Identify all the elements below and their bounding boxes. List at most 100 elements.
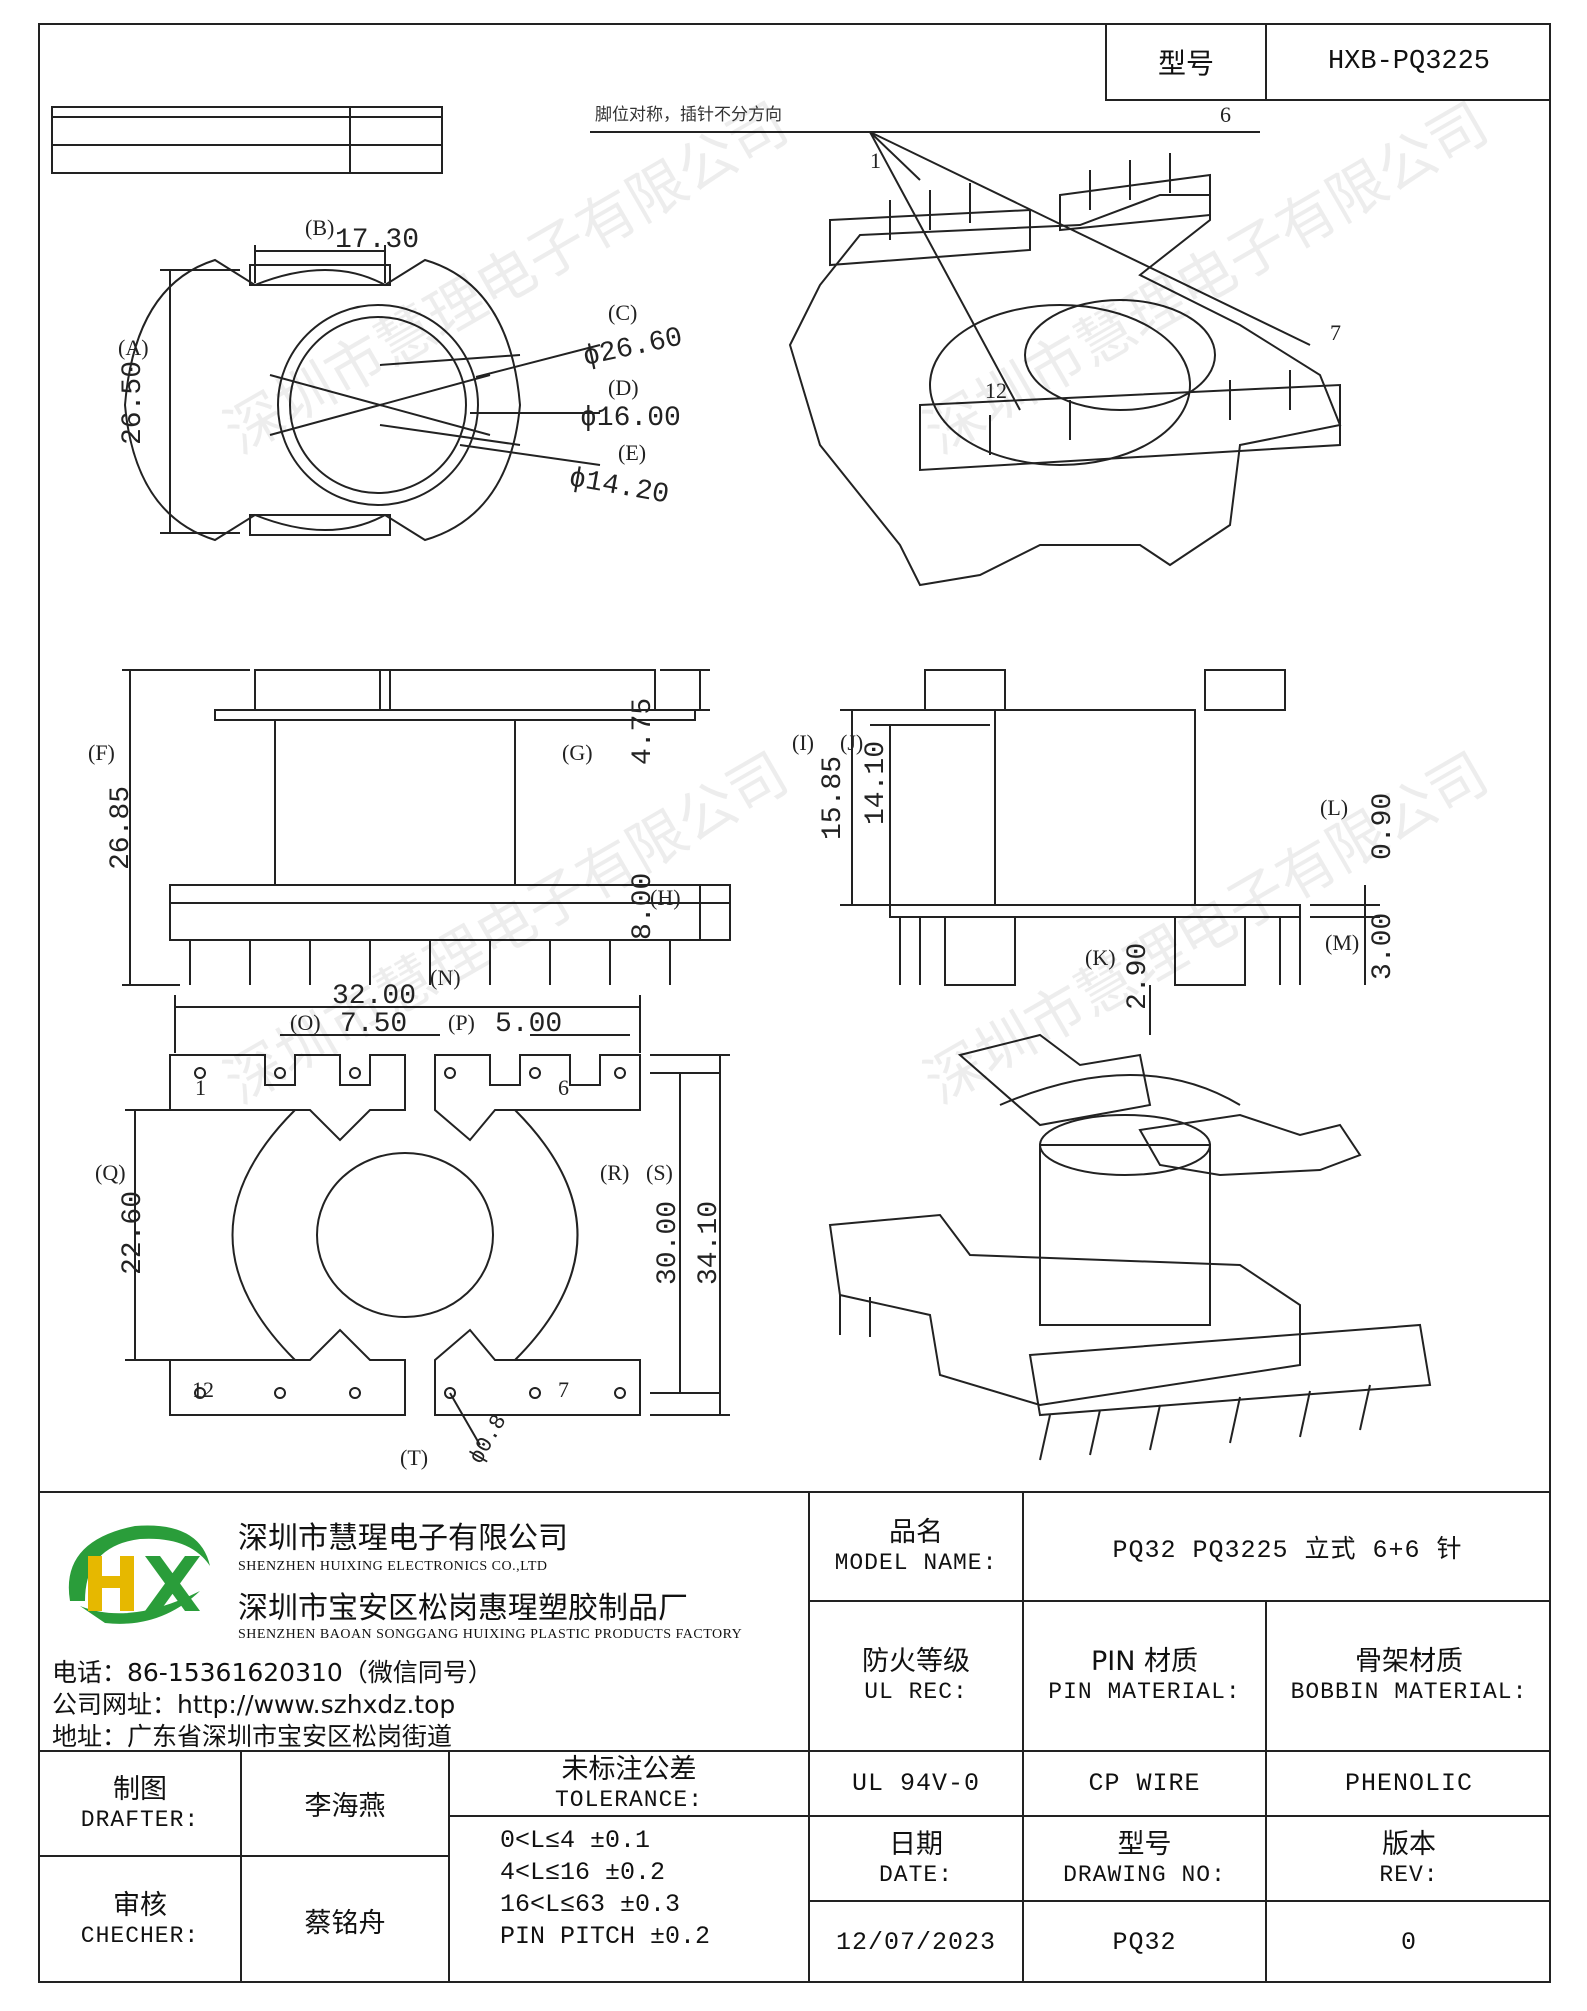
- factory-name-en: SHENZHEN BAOAN SONGGANG HUIXING PLASTIC …: [238, 1627, 743, 1642]
- company-phone: 电话：86-15361620310（微信同号）: [52, 1658, 493, 1687]
- drafter-value: 李海燕: [304, 1791, 386, 1822]
- drawing-no-label: 型号 DRAWING NO:: [1024, 1817, 1265, 1900]
- date-value-cell: 12/07/2023: [810, 1902, 1022, 1983]
- dim-tag-c: (C): [608, 300, 637, 325]
- dim-value-e: ϕ14.20: [566, 463, 671, 511]
- tolerance-row: 4<L≤16 ±0.2: [500, 1858, 666, 1887]
- dim-value-c: ϕ26.60: [580, 323, 685, 374]
- tb-row-4: [808, 1900, 1551, 1902]
- rev-label-en: REV:: [1379, 1861, 1439, 1888]
- watermark-2: 深圳市慧理电子有限公司: [913, 89, 1500, 467]
- checker-label-cn: 审核: [113, 1890, 167, 1921]
- dim-tag-l: (L): [1320, 795, 1348, 820]
- dim-tag-p: (P): [448, 1010, 475, 1035]
- ul-rec-label-cn: 防火等级: [862, 1646, 970, 1677]
- checker-value: 蔡铭舟: [304, 1907, 386, 1939]
- company-name-cn: 深圳市慧瑆电子有限公司: [238, 1521, 568, 1556]
- rev-value: 0: [1400, 1928, 1417, 1957]
- tb-divider-left-2: [448, 1750, 450, 1983]
- front-view: [122, 669, 731, 986]
- dim-tag-q: (Q): [95, 1160, 126, 1185]
- company-logo: [68, 1525, 210, 1624]
- dim-tag-g: (G): [562, 740, 593, 765]
- drawing-no-label-cn: 型号: [1117, 1828, 1172, 1860]
- tb-divider-company: [808, 1491, 810, 1983]
- technical-drawing: 深圳市慧理电子有限公司 深圳市慧理电子有限公司 深圳市慧理电子有限公司 深圳市慧…: [51, 89, 1500, 1470]
- tb-divider-left-1: [240, 1750, 242, 1983]
- watermark-4: 深圳市慧理电子有限公司: [913, 739, 1500, 1117]
- dim-tag-e: (E): [618, 440, 646, 465]
- header-model-label-cell: 型号: [1105, 25, 1265, 101]
- dim-tag-n: (N): [430, 965, 461, 990]
- rev-label-cn: 版本: [1382, 1828, 1436, 1860]
- checker-label-en: CHECHER:: [80, 1923, 200, 1949]
- drawing-no-value: PQ32: [1112, 1928, 1177, 1957]
- pin-material-value-cell: CP WIRE: [1024, 1752, 1265, 1815]
- model-name-label-en: MODEL NAME:: [834, 1549, 998, 1576]
- side-view: [840, 669, 1380, 1035]
- dim-value-m: 3.00: [1368, 913, 1399, 980]
- ul-rec-value: UL 94V-0: [851, 1769, 981, 1798]
- tolerance-row: 0<L≤4 ±0.1: [500, 1826, 651, 1855]
- dim-value-n: 32.00: [332, 981, 416, 1012]
- header-model-label: 型号: [1157, 47, 1214, 80]
- drawing-no-value-cell: PQ32: [1024, 1902, 1265, 1983]
- ul-rec-label: 防火等级 UL REC:: [810, 1602, 1022, 1750]
- rev-label: 版本 REV:: [1267, 1817, 1551, 1900]
- dim-value-l: 0.90: [1368, 793, 1399, 860]
- date-label: 日期 DATE:: [810, 1817, 1022, 1900]
- dim-value-r: 30.00: [653, 1201, 684, 1285]
- company-info: HX 深圳市慧瑆电子有限公司 SHENZHEN HUIXING ELECTRON…: [40, 1493, 810, 1751]
- pin-material-label: PIN 材质 PIN MATERIAL:: [1024, 1602, 1265, 1750]
- pin-material-label-en: PIN MATERIAL:: [1048, 1679, 1241, 1705]
- dim-tag-d: (D): [608, 375, 639, 400]
- header-model-value: HXB-PQ3225: [1327, 47, 1491, 77]
- dim-value-g: 4.75: [628, 698, 659, 765]
- pin-number-6-iso: 6: [1220, 102, 1231, 127]
- bobbin-material-label-en: BOBBIN MATERIAL:: [1290, 1679, 1528, 1705]
- pin-number-7: 7: [558, 1377, 569, 1402]
- tolerance-label-en: TOLERANCE:: [554, 1786, 704, 1813]
- drafter-label-en: DRAFTER:: [80, 1806, 200, 1833]
- header-model-value-cell: HXB-PQ3225: [1265, 25, 1551, 101]
- dim-tag-t: (T): [400, 1445, 428, 1470]
- company-name-en: SHENZHEN HUIXING ELECTRONICS CO.,LTD: [238, 1559, 548, 1574]
- titleblock-top-border: [40, 1491, 1551, 1493]
- drawing-no-label-en: DRAWING NO:: [1063, 1861, 1226, 1888]
- model-name-label-cn: 品名: [889, 1516, 943, 1548]
- dim-tag-b: (B): [305, 215, 334, 240]
- tolerance-row: PIN PITCH ±0.2: [500, 1922, 711, 1951]
- dim-value-i: 15.85: [818, 756, 849, 840]
- dim-value-k: 2.90: [1123, 943, 1154, 1010]
- model-name-value: PQ32 PQ3225 立式 6+6 针: [1112, 1535, 1463, 1565]
- top-view: [123, 245, 601, 542]
- isometric-view-top: [590, 131, 1342, 587]
- dim-tag-a: (A): [118, 335, 149, 360]
- dim-tag-k: (K): [1085, 945, 1116, 970]
- drafter-label: 制图 DRAFTER:: [40, 1752, 240, 1855]
- pin-material-label-cn: PIN 材质: [1090, 1646, 1199, 1677]
- dim-tag-f: (F): [88, 740, 115, 765]
- tolerance-row: 16<L≤63 ±0.3: [500, 1890, 681, 1919]
- watermark-3: 深圳市慧理电子有限公司: [213, 739, 800, 1117]
- bobbin-material-label: 骨架材质 BOBBIN MATERIAL:: [1267, 1602, 1551, 1750]
- dim-tag-s: (S): [646, 1160, 673, 1185]
- bobbin-material-label-cn: 骨架材质: [1355, 1646, 1463, 1677]
- date-label-en: DATE:: [878, 1861, 953, 1888]
- tb-row-1: [808, 1600, 1551, 1602]
- factory-name-cn: 深圳市宝安区松岗惠瑆塑胶制品厂: [238, 1591, 688, 1626]
- pin-material-value: CP WIRE: [1088, 1769, 1201, 1798]
- company-website: 公司网址：http://www.szhxdz.top: [52, 1690, 456, 1719]
- pin-number-12-iso: 12: [985, 378, 1007, 403]
- rev-value-cell: 0: [1267, 1902, 1551, 1983]
- pin-number-6: 6: [558, 1075, 569, 1100]
- dim-tag-m: (M): [1325, 930, 1359, 955]
- date-value: 12/07/2023: [835, 1928, 997, 1957]
- checker-value-cell: 蔡铭舟: [242, 1857, 448, 1983]
- tb-divider-col3: [1265, 1600, 1267, 1983]
- dim-tag-i: (I): [792, 730, 814, 755]
- pin-number-1-iso: 1: [870, 148, 881, 173]
- dim-value-a: 26.50: [118, 361, 149, 445]
- dim-value-q: 22.60: [118, 1191, 149, 1275]
- dim-tag-r: (R): [600, 1160, 629, 1185]
